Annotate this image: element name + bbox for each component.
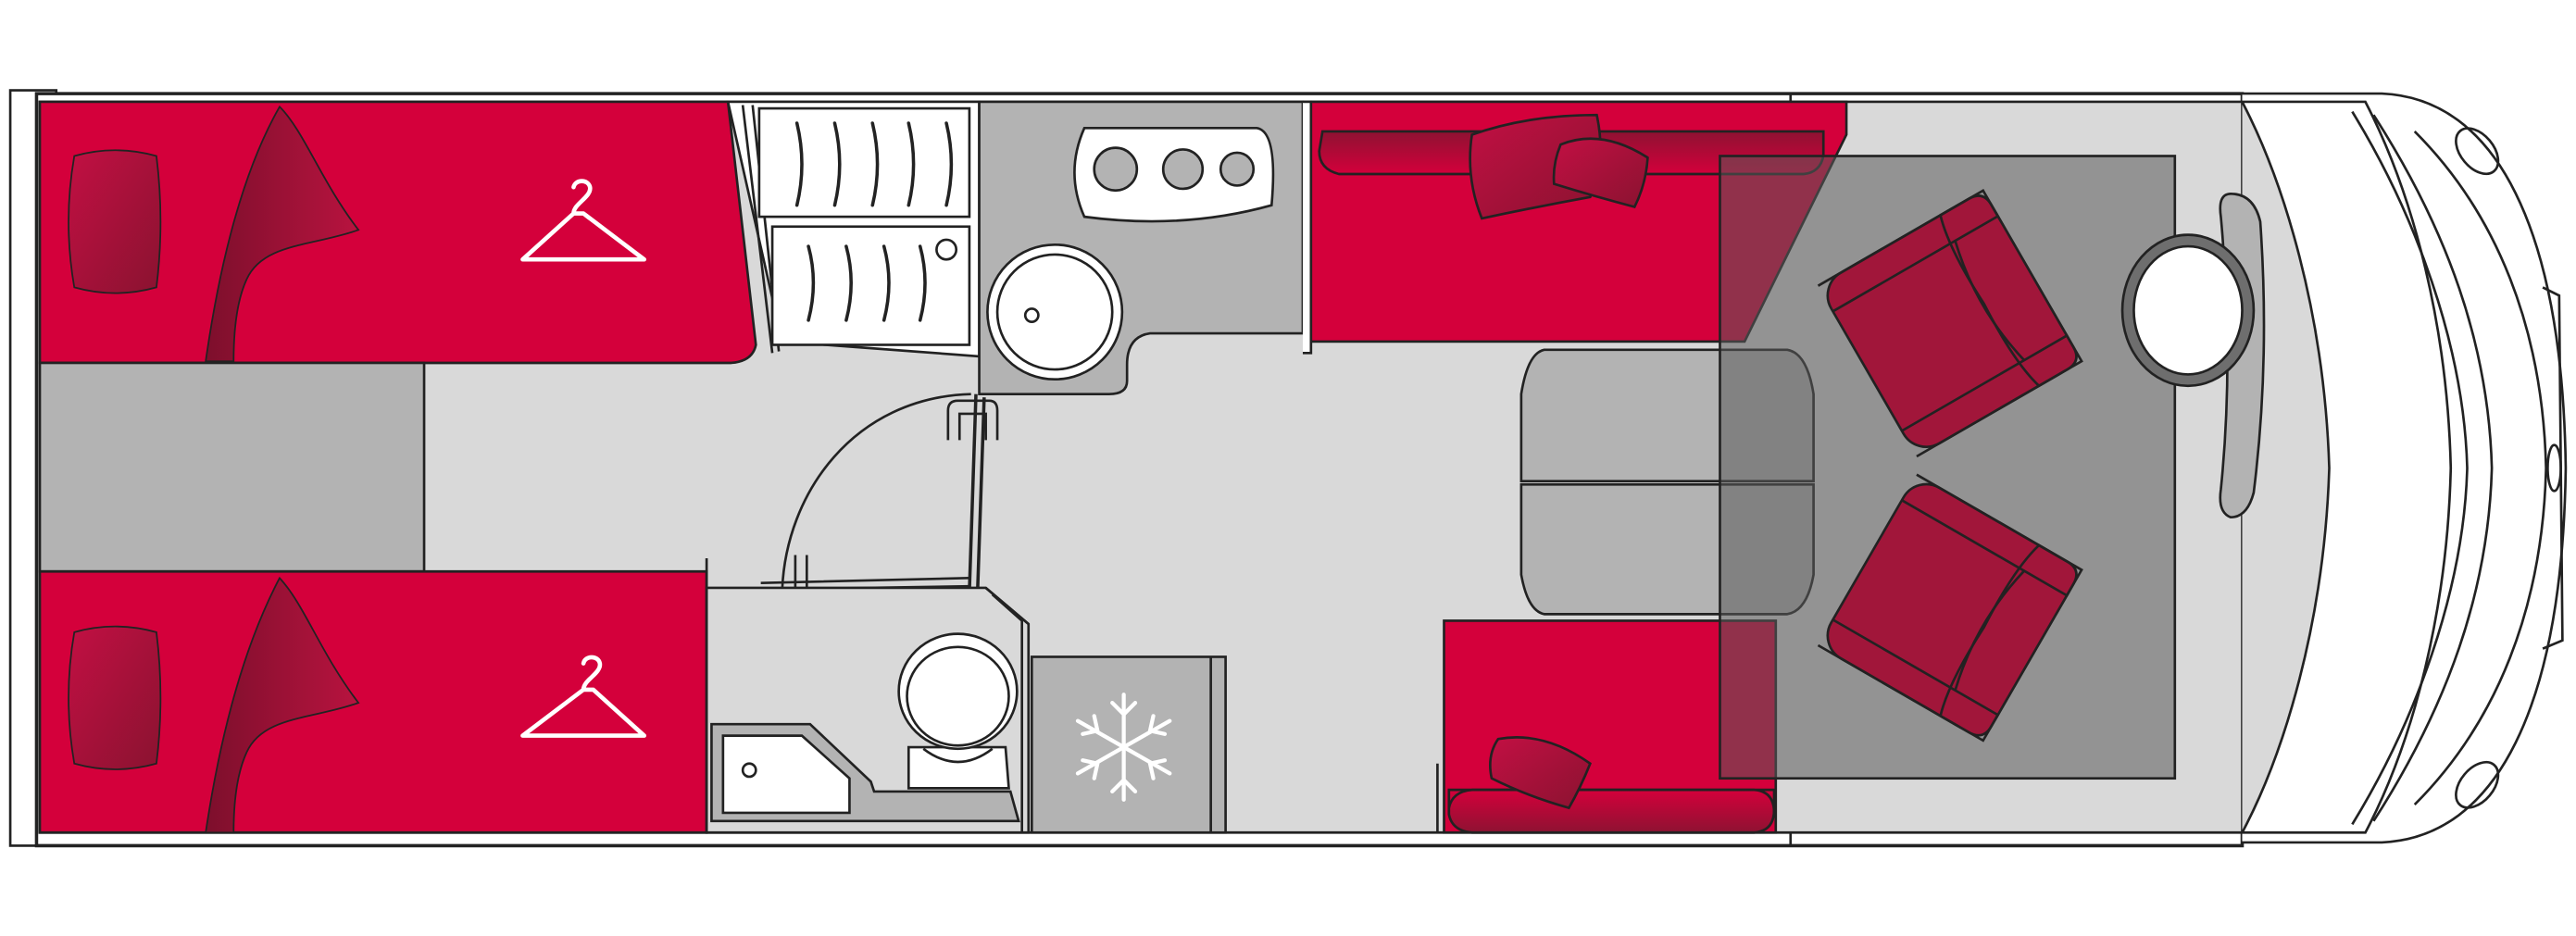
blanket-fold	[205, 576, 360, 834]
shower-slat-lines	[794, 121, 954, 322]
wall-details	[35, 94, 1793, 846]
bedroom-left-upper	[38, 100, 757, 365]
armchair-icon	[1817, 188, 2083, 458]
bed-base-panel	[38, 361, 426, 573]
pillow-icon	[1489, 736, 1592, 810]
steering-wheel-icon	[2120, 192, 2266, 519]
cooktop-burner-icon	[1161, 148, 1205, 191]
pillow-icon	[68, 149, 162, 294]
pillow-icon	[68, 625, 162, 770]
pillow-icon	[1552, 137, 1649, 209]
blanket-fold	[205, 105, 360, 363]
snowflake-icon	[1075, 693, 1172, 802]
sink-icon	[721, 734, 851, 815]
cooktop-burner-icon	[1219, 151, 1256, 187]
hanger-icon	[520, 179, 647, 262]
hanger-icon	[520, 655, 647, 738]
cooktop-burner-icon	[1093, 146, 1139, 193]
kitchen	[978, 100, 1313, 396]
bathroom	[705, 558, 1031, 834]
armchair-icon	[1817, 473, 2083, 743]
toilet-icon	[897, 632, 1019, 790]
sink-icon	[986, 243, 1124, 381]
fridge	[1030, 655, 1227, 834]
bedroom-left-lower	[38, 569, 708, 834]
cab-front	[2241, 92, 2568, 844]
dinette-bench-upper	[1309, 100, 1848, 343]
